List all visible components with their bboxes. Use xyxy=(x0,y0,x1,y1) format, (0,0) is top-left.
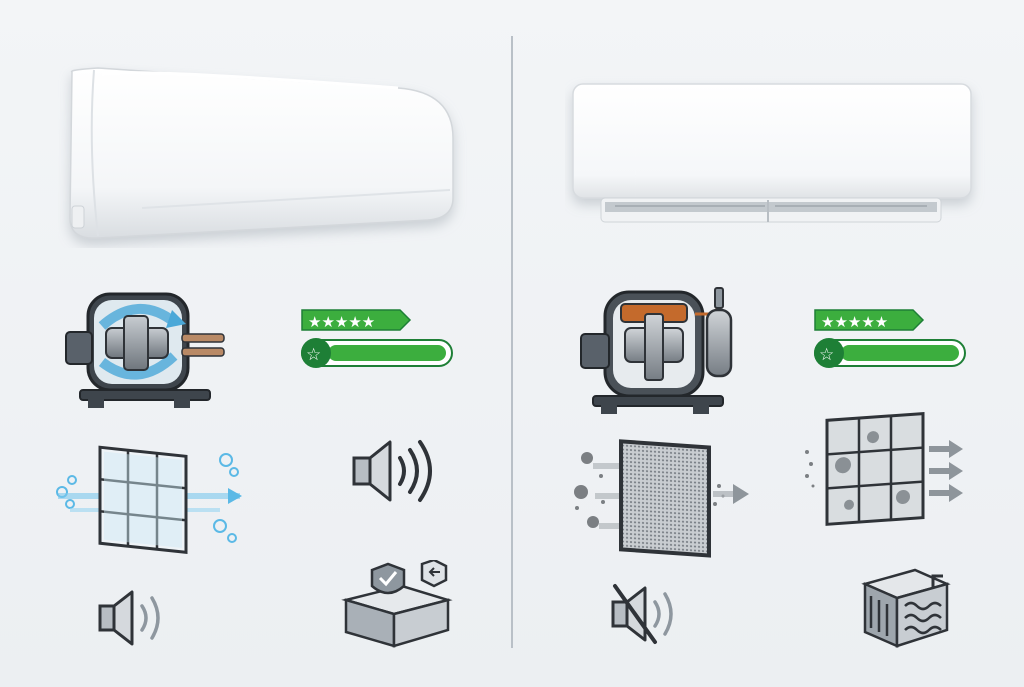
speaker-icon xyxy=(350,436,440,506)
dirty-air-filter-icon xyxy=(803,412,973,536)
speaker-muted-icon xyxy=(609,582,689,646)
svg-text:☆: ☆ xyxy=(306,345,321,365)
dust-filter-mesh-icon xyxy=(573,436,753,560)
rating-stars: ★★★★★ xyxy=(821,313,888,331)
svg-text:☆: ☆ xyxy=(819,345,834,365)
right-comparison-panel: ★★★★★ ☆ xyxy=(513,0,1024,687)
speaker-low-icon xyxy=(96,588,176,648)
ac-unit-flat xyxy=(565,76,985,246)
svg-text:★★★★★: ★★★★★ xyxy=(308,313,375,331)
svg-text:★★★★★: ★★★★★ xyxy=(821,313,888,331)
energy-rating-badge: ★★★★★ ☆ xyxy=(813,308,969,372)
inverter-compressor-icon xyxy=(62,286,232,416)
clean-air-filter-icon xyxy=(50,440,250,560)
heat-exchanger-coil-icon xyxy=(857,566,953,650)
protected-coil-box-icon xyxy=(338,560,456,650)
left-comparison-panel: ★★★★★ ☆ xyxy=(0,0,511,687)
ac-unit-curved xyxy=(58,58,468,248)
comparison-divider xyxy=(511,36,513,648)
energy-rating-badge: ★★★★★ ☆ xyxy=(300,308,456,372)
rating-stars: ★★★★★ xyxy=(308,313,375,331)
fixed-speed-compressor-icon xyxy=(575,284,745,420)
